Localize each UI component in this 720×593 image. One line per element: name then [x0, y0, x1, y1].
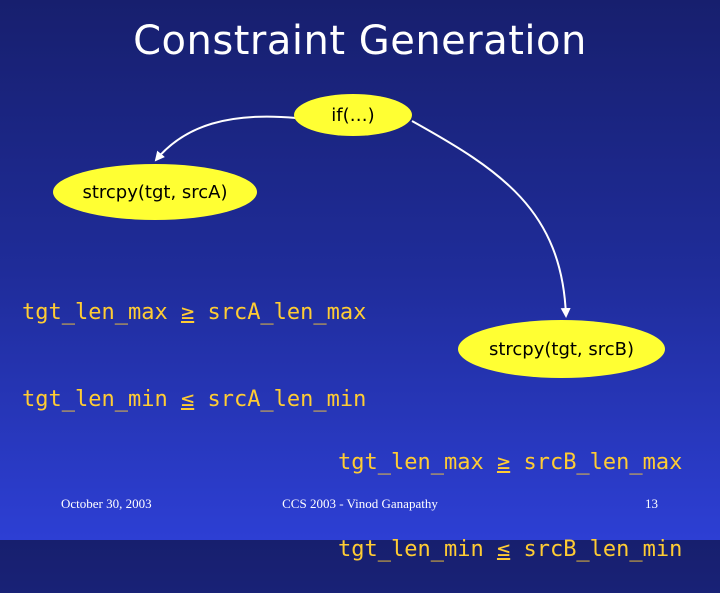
strcpy-b-label: strcpy(tgt, srcB) — [488, 338, 635, 360]
flow-arrows — [154, 115, 571, 318]
leq-operator: ≤ — [180, 387, 195, 412]
footer-presenter: CCS 2003 - Vinod Ganapathy — [282, 496, 438, 511]
constraint-b-min: tgt_len_min ≤ srcB_len_min — [338, 537, 683, 562]
constraints-a: tgt_len_max ≥ srcA_len_max tgt_len_min ≤… — [22, 240, 366, 443]
if-node-label: if(…) — [331, 104, 375, 126]
if-node: if(…) — [294, 94, 412, 136]
geq-operator: ≥ — [180, 300, 195, 325]
constraint-b-max: tgt_len_max ≥ srcB_len_max — [338, 450, 683, 475]
geq-operator: ≥ — [496, 450, 511, 475]
constraint-a-max: tgt_len_max ≥ srcA_len_max — [22, 300, 367, 325]
slide-title: Constraint Generation — [133, 18, 587, 64]
strcpy-b-node: strcpy(tgt, srcB) — [458, 320, 665, 378]
constraint-a-min: tgt_len_min ≤ srcA_len_min — [22, 387, 367, 412]
arrow-if-to-strcpy-a — [154, 115, 297, 162]
arrow-if-to-strcpy-b — [411, 120, 571, 318]
strcpy-a-node: strcpy(tgt, srcA) — [53, 164, 257, 220]
constraints-b: tgt_len_max ≥ srcB_len_max tgt_len_min ≤… — [338, 390, 682, 593]
footer-page-number: 13 — [645, 496, 658, 511]
footer-date: October 30, 2003 — [61, 496, 152, 511]
leq-operator: ≤ — [496, 537, 511, 562]
strcpy-a-label: strcpy(tgt, srcA) — [82, 181, 228, 203]
